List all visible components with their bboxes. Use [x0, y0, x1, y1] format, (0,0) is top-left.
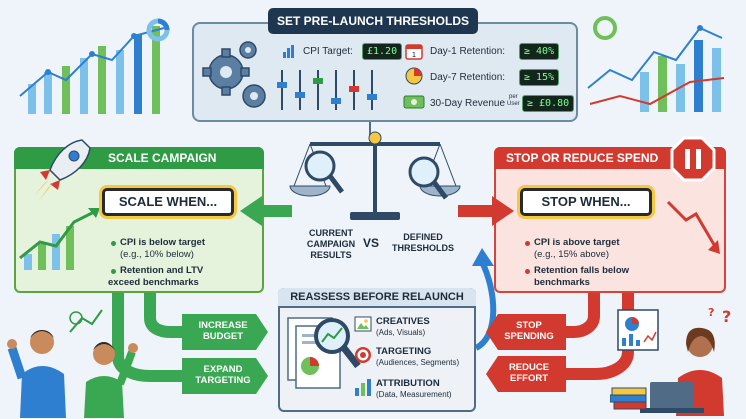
thresholds-panel: [192, 22, 578, 122]
scale-bullet-1: CPI is below target: [120, 237, 205, 248]
bullet-dot-icon: [525, 269, 530, 274]
bullet-dot-icon: [525, 241, 530, 246]
balance-scale-icon: [289, 131, 461, 220]
stop-spending-line2: SPENDING: [504, 331, 554, 342]
revenue-value: ≥ £0.80: [522, 95, 575, 112]
cpi-target-value: £1.20: [362, 43, 403, 60]
scale-bullet-2-line1: Retention and LTV: [120, 265, 204, 276]
cpi-target-label: CPI Target:: [303, 46, 353, 57]
expand-targeting-line1: EXPAND: [203, 364, 243, 375]
image-icon: [354, 316, 372, 332]
compare-left-line3: RESULTS: [310, 250, 352, 260]
compare-left-line1: CURRENT: [309, 228, 353, 238]
reassess-title: REASSESS BEFORE RELAUNCH: [278, 288, 476, 308]
reduce-effort-line2: EFFORT: [510, 373, 548, 384]
reassess-targeting-sub: (Audiences, Segments): [376, 358, 460, 367]
compare-right-line1: DEFINED: [403, 232, 443, 242]
reassess-attribution-sub: (Data, Measurement): [376, 390, 452, 399]
stop-bullet-1-sub: (e.g., 15% above): [534, 249, 609, 260]
stop-bullet-1: CPI is above target: [534, 237, 620, 248]
bar-chart-mini-icon: [282, 44, 296, 58]
compare-right-line2: THRESHOLDS: [391, 243, 454, 253]
analytics-chart-icon: [587, 16, 725, 112]
cash-icon: [403, 95, 425, 109]
stop-octagon-icon: [670, 136, 716, 182]
reassess-creatives-title: CREATIVES: [376, 316, 430, 327]
bullet-dot-icon: [111, 241, 116, 246]
scale-when-sign: SCALE WHEN...: [102, 188, 234, 216]
donut-chart-icon: [146, 18, 170, 42]
scale-bullet-2-line2: exceed benchmarks: [108, 277, 199, 288]
documents-magnifier-icon: [287, 317, 361, 389]
day1-retention-label: Day-1 Retention:: [430, 46, 506, 57]
growth-chart-icon: [19, 208, 100, 270]
stop-when-sign: STOP WHEN...: [520, 188, 652, 216]
stop-spending-line1: STOP: [516, 320, 542, 331]
day7-retention-label: Day-7 Retention:: [430, 72, 506, 83]
compare-vs: VS: [363, 236, 380, 250]
reassess-attribution-title: ATTRIBUTION: [376, 378, 440, 389]
revenue-per-label: per: [509, 94, 518, 100]
svg-text:?: ?: [722, 307, 731, 326]
revenue-label: 30-Day Revenue: [430, 98, 506, 109]
reduce-effort-line1: REDUCE: [508, 362, 550, 373]
increase-budget-line2: BUDGET: [202, 331, 244, 342]
scale-bullet-1-sub: (e.g., 10% below): [120, 249, 194, 260]
celebrating-people-illustration: [7, 309, 138, 418]
thresholds-title: SET PRE-LAUNCH THRESHOLDS: [268, 8, 478, 34]
revenue-user-label: User: [507, 101, 520, 107]
stop-bullet-2-line2: benchmarks: [534, 277, 590, 288]
expand-targeting-line2: TARGETING: [195, 375, 251, 386]
increase-budget-line1: INCREASE: [198, 320, 248, 331]
day1-retention-value: ≥ 40%: [519, 43, 560, 60]
bullet-dot-icon: [111, 269, 116, 274]
rocket-icon: [34, 139, 91, 202]
growth-bar-chart-icon: [19, 26, 165, 114]
gears-icon: [202, 41, 266, 108]
slider-controls-icon: [277, 70, 377, 110]
day7-retention-value: ≥ 15%: [519, 69, 560, 86]
decline-chart-icon: [666, 200, 720, 254]
svg-text:?: ?: [708, 306, 714, 319]
pie-chart-icon: [405, 67, 423, 85]
stop-bullet-2-line1: Retention falls below: [534, 265, 630, 276]
svg-text:1: 1: [412, 51, 416, 59]
reassess-creatives-sub: (Ads, Visuals): [376, 328, 426, 337]
reassess-targeting-title: TARGETING: [376, 346, 432, 357]
calendar-icon: 1: [405, 42, 423, 60]
confused-person-illustration: ? ?: [610, 306, 731, 416]
compare-left-line2: CAMPAIGN: [306, 239, 356, 249]
stop-header: STOP OR REDUCE SPEND: [494, 147, 726, 169]
target-icon: [354, 346, 372, 364]
bar-chart-icon: [354, 378, 372, 396]
